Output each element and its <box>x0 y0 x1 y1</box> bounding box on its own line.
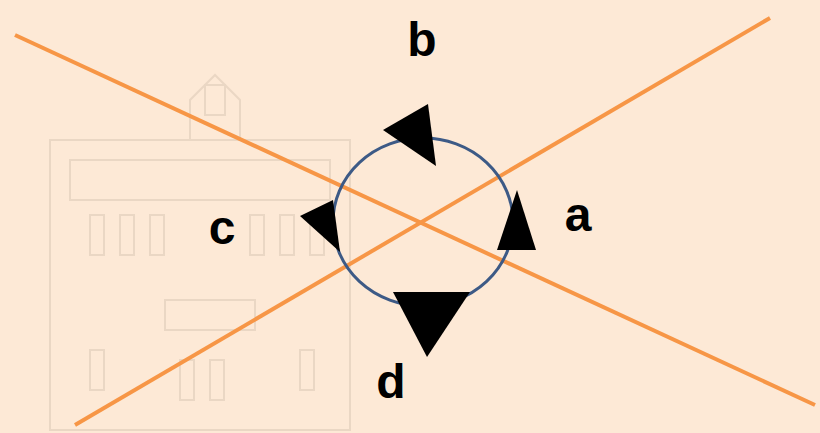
axis-label: d <box>376 358 405 406</box>
axis-label: c <box>209 204 236 252</box>
arrowhead <box>393 292 470 357</box>
watermark-building <box>50 75 350 430</box>
axis-label: a <box>565 191 592 239</box>
axis-line <box>75 18 770 425</box>
axis-line <box>15 35 815 405</box>
arrowhead <box>300 200 340 252</box>
arrowhead <box>497 190 536 250</box>
axis-label: b <box>407 16 436 64</box>
arrowhead <box>383 104 436 166</box>
rotation-circle <box>333 138 513 306</box>
